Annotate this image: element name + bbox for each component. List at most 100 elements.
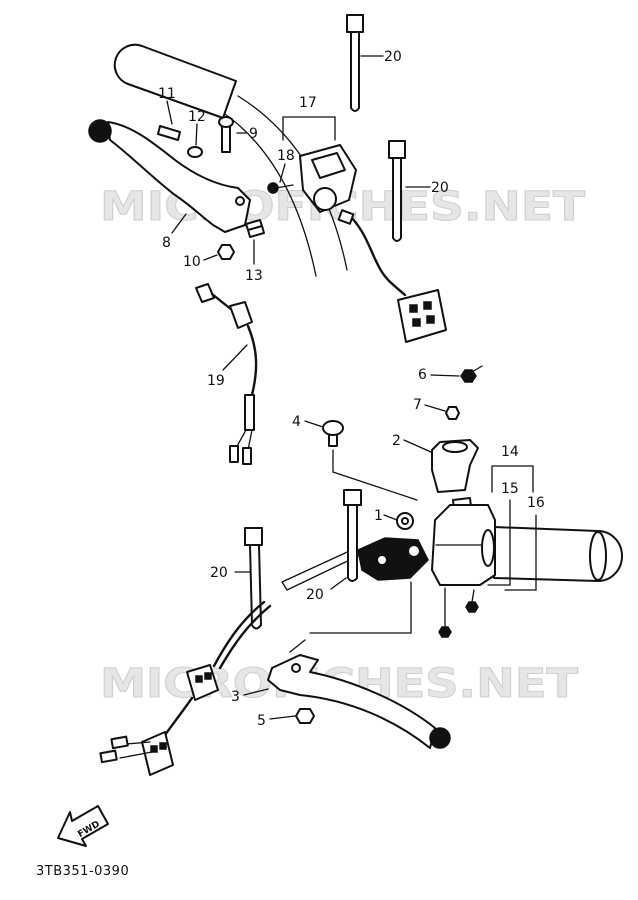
leader-10 [203, 254, 218, 261]
brake-lever-ball-end [429, 727, 451, 749]
holder-hole [442, 441, 468, 453]
connector-pin [195, 675, 203, 683]
callout-9: 9 [249, 126, 258, 142]
right-switch-clamp [481, 529, 495, 567]
left-switch-wire-clip [337, 209, 355, 225]
brake-lever-pivot-hole [291, 663, 301, 673]
holder-2 [431, 439, 479, 493]
bolt-6 [460, 365, 483, 383]
harness-wire [163, 696, 194, 737]
clutch-switch-plug [195, 283, 215, 303]
cable-tie-head [388, 140, 406, 159]
left-switch-wire [346, 212, 407, 297]
left-switch-connector [397, 289, 447, 343]
clutch-lever-body [107, 121, 251, 233]
leader-20-center [330, 577, 347, 590]
screw-head [438, 626, 452, 638]
leader-5 [269, 715, 296, 720]
callout-10: 10 [183, 254, 201, 270]
collar-hole [401, 517, 409, 525]
assembly-guide-line [332, 449, 418, 501]
callout-8: 8 [162, 235, 171, 251]
clutch-switch-lead [210, 292, 234, 312]
cable-tie-upper-right [388, 140, 406, 242]
callout-4: 4 [292, 414, 301, 430]
harness-wire [218, 604, 272, 670]
callout-2: 2 [392, 433, 401, 449]
callout-20-center: 20 [306, 587, 324, 603]
leader-19 [222, 344, 248, 371]
screw-shaft [275, 184, 294, 189]
cable-tie-strip [392, 157, 402, 242]
callout-20-top: 20 [384, 49, 402, 65]
right-handlebar-switch [431, 497, 496, 586]
connector-pin [423, 301, 432, 310]
connector-pin [412, 318, 421, 327]
switch-screw-long [438, 587, 452, 638]
leader-7 [424, 404, 446, 412]
right-switch-harness [99, 600, 272, 776]
screw-head [267, 182, 279, 194]
screw-shaft [471, 589, 475, 603]
connector-pin [159, 742, 167, 750]
terminal [242, 447, 252, 465]
bracket-14 [491, 465, 534, 493]
callout-12: 12 [188, 109, 206, 125]
left-handlebar-switch [299, 144, 447, 343]
callout-11: 11 [158, 86, 176, 102]
leader-2 [403, 439, 432, 453]
callout-7: 7 [413, 397, 422, 413]
holder-hole [409, 546, 419, 556]
leader-4 [304, 420, 324, 428]
cable-tie-head [346, 14, 364, 33]
clutch-switch-cable [195, 283, 258, 465]
terminal-leads [119, 741, 153, 759]
leader-11 [166, 100, 173, 125]
pivot-collar-1 [396, 512, 414, 530]
cable-edge [286, 555, 359, 591]
bracket-16 [504, 514, 537, 591]
terminal [229, 445, 239, 463]
assembly-guide-line [309, 581, 412, 634]
clutch-lever-ball-end [88, 119, 112, 143]
left-grip [113, 43, 237, 119]
cable-tie-head [343, 489, 362, 506]
connector-pin [150, 745, 158, 753]
cable-tie-head [244, 527, 263, 546]
screw-head [465, 601, 479, 613]
connector-pin [409, 304, 418, 313]
callout-14: 14 [501, 444, 519, 460]
leader-12 [195, 123, 198, 146]
callout-15: 15 [501, 481, 519, 497]
handlebar-edge-lower [221, 111, 317, 277]
washer-12 [187, 146, 203, 158]
cable-tie-strip [350, 31, 360, 112]
leader-1 [383, 514, 398, 521]
forward-arrow-icon [57, 805, 109, 847]
callout-19: 19 [207, 373, 225, 389]
terminal [110, 735, 129, 750]
throttle-cable [281, 547, 359, 591]
callout-13: 13 [245, 268, 263, 284]
callout-1: 1 [374, 508, 383, 524]
terminal [99, 749, 118, 764]
leader-6 [430, 374, 460, 377]
callout-17: 17 [299, 95, 317, 111]
callout-20-left: 20 [210, 565, 228, 581]
spring-13 [245, 219, 265, 238]
cable-end [281, 581, 288, 591]
holder-hole [378, 556, 386, 564]
callout-18: 18 [277, 148, 295, 164]
bolt-11 [157, 125, 181, 141]
left-switch-clamp-ring [313, 187, 337, 211]
leader-8 [171, 213, 187, 234]
bolt-shaft [471, 365, 483, 373]
cable-tie-strip [347, 504, 358, 582]
bolt-head [322, 420, 344, 436]
nut-7 [445, 406, 460, 420]
callout-5: 5 [257, 713, 266, 729]
pivot-pin-9 [218, 116, 234, 153]
cable-tie-center [343, 489, 362, 582]
clutch-switch-wire-boot [244, 394, 255, 431]
